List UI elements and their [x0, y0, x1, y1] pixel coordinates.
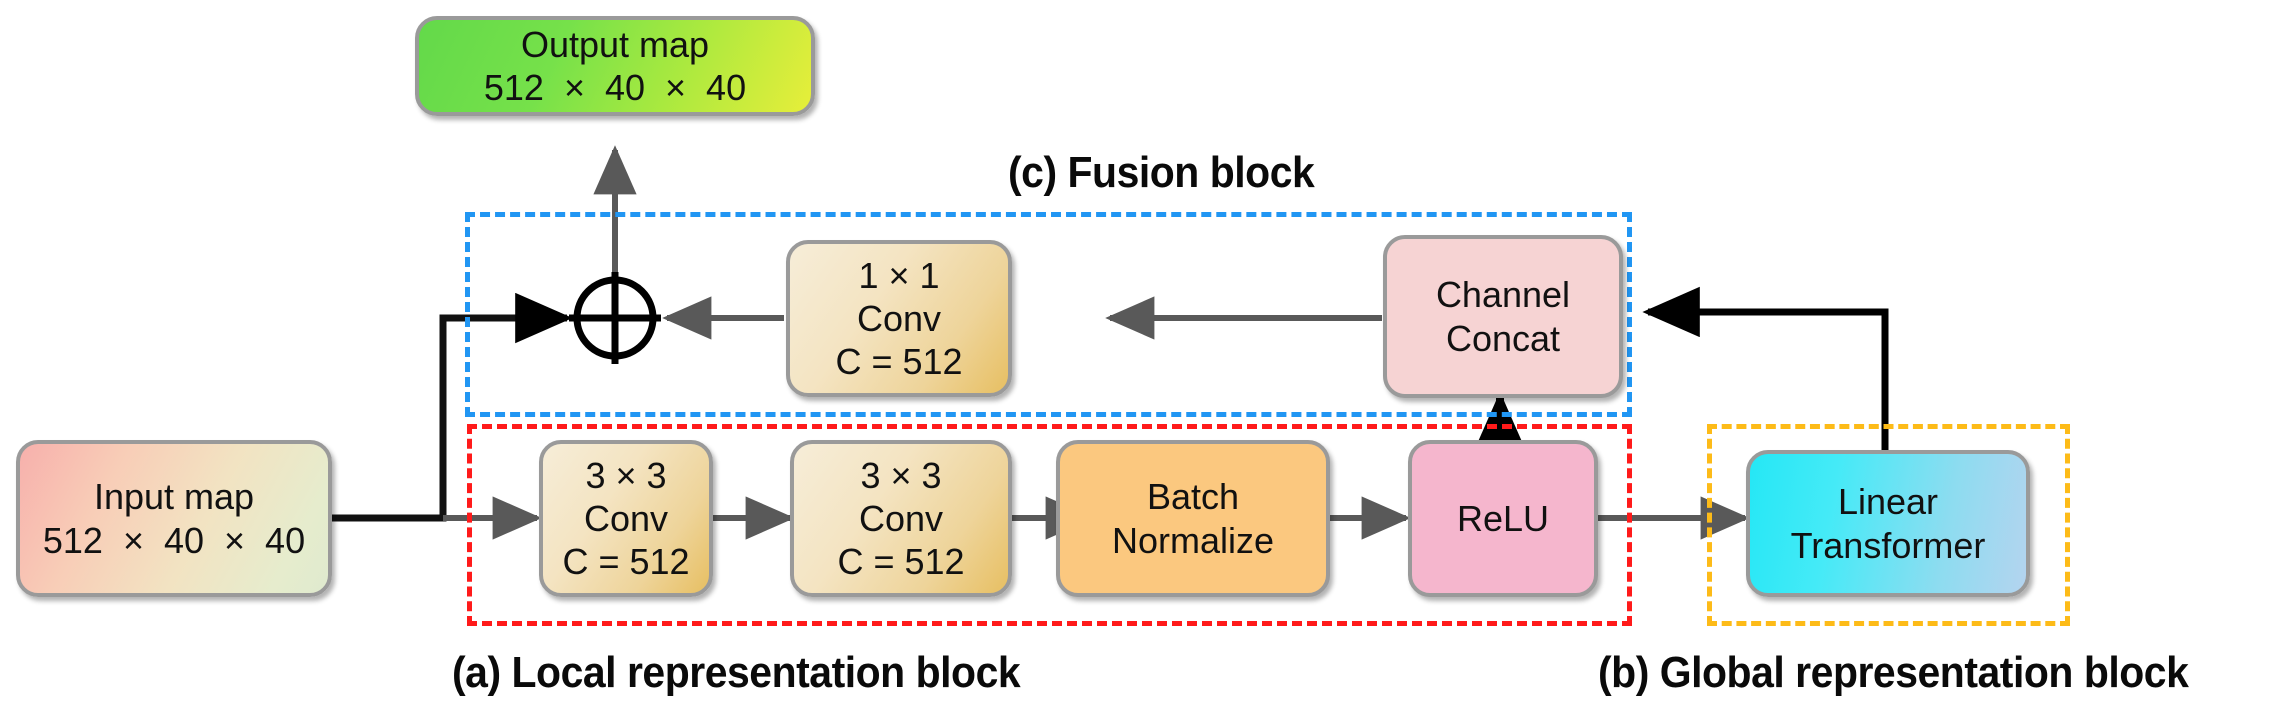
linear-transformer-line2: Transformer	[1790, 524, 1986, 566]
output-map-line1: Output map	[520, 23, 710, 65]
caption-local-representation-block: (a) Local representation block	[452, 648, 1021, 697]
relu-line1: ReLU	[1456, 497, 1550, 539]
conv3x3b-line2: Conv	[858, 497, 944, 539]
conv1x1-line3: C = 512	[835, 341, 963, 383]
conv3x3b-line1: 3 × 3	[860, 454, 942, 496]
conv1x1-line2: Conv	[856, 297, 942, 339]
fusion-block-frame	[465, 212, 1632, 417]
conv3x3b-line3: C = 512	[837, 541, 965, 583]
channel-concat-line2: Concat	[1445, 317, 1561, 359]
linear-transformer-line1: Linear	[1837, 481, 1939, 523]
batch-norm-line2: Normalize	[1111, 519, 1275, 561]
arrow-linear-transformer-to-concat	[1642, 286, 1889, 452]
node-output-map[interactable]: Output map 512 × 40 × 40	[415, 16, 815, 116]
node-linear-transformer[interactable]: Linear Transformer	[1746, 450, 2030, 597]
node-conv-3x3-a[interactable]: 3 × 3 Conv C = 512	[539, 440, 713, 597]
conv3x3a-line2: Conv	[583, 497, 669, 539]
node-conv-3x3-b[interactable]: 3 × 3 Conv C = 512	[790, 440, 1012, 597]
node-relu[interactable]: ReLU	[1408, 440, 1598, 597]
conv1x1-line1: 1 × 1	[858, 254, 940, 296]
batch-norm-line1: Batch	[1146, 476, 1240, 518]
output-map-line2: 512 × 40 × 40	[483, 67, 747, 108]
channel-concat-line1: Channel	[1435, 274, 1571, 316]
conv3x3a-line1: 3 × 3	[585, 454, 667, 496]
arrow-skip-connection-input-to-add	[330, 292, 573, 522]
caption-global-representation-block: (b) Global representation block	[1598, 648, 2189, 697]
add-operator-icon	[569, 272, 661, 364]
node-conv-1x1[interactable]: 1 × 1 Conv C = 512	[786, 240, 1012, 397]
node-input-map[interactable]: Input map 512 × 40 × 40	[16, 440, 332, 597]
node-channel-concat[interactable]: Channel Concat	[1383, 235, 1623, 398]
node-batch-normalize[interactable]: Batch Normalize	[1056, 440, 1330, 597]
input-map-line2: 512 × 40 × 40	[42, 519, 306, 561]
conv3x3a-line3: C = 512	[562, 541, 690, 583]
caption-fusion-block: (c) Fusion block	[1008, 148, 1315, 197]
input-map-line1: Input map	[93, 476, 255, 518]
local-representation-block-frame	[467, 424, 1632, 626]
